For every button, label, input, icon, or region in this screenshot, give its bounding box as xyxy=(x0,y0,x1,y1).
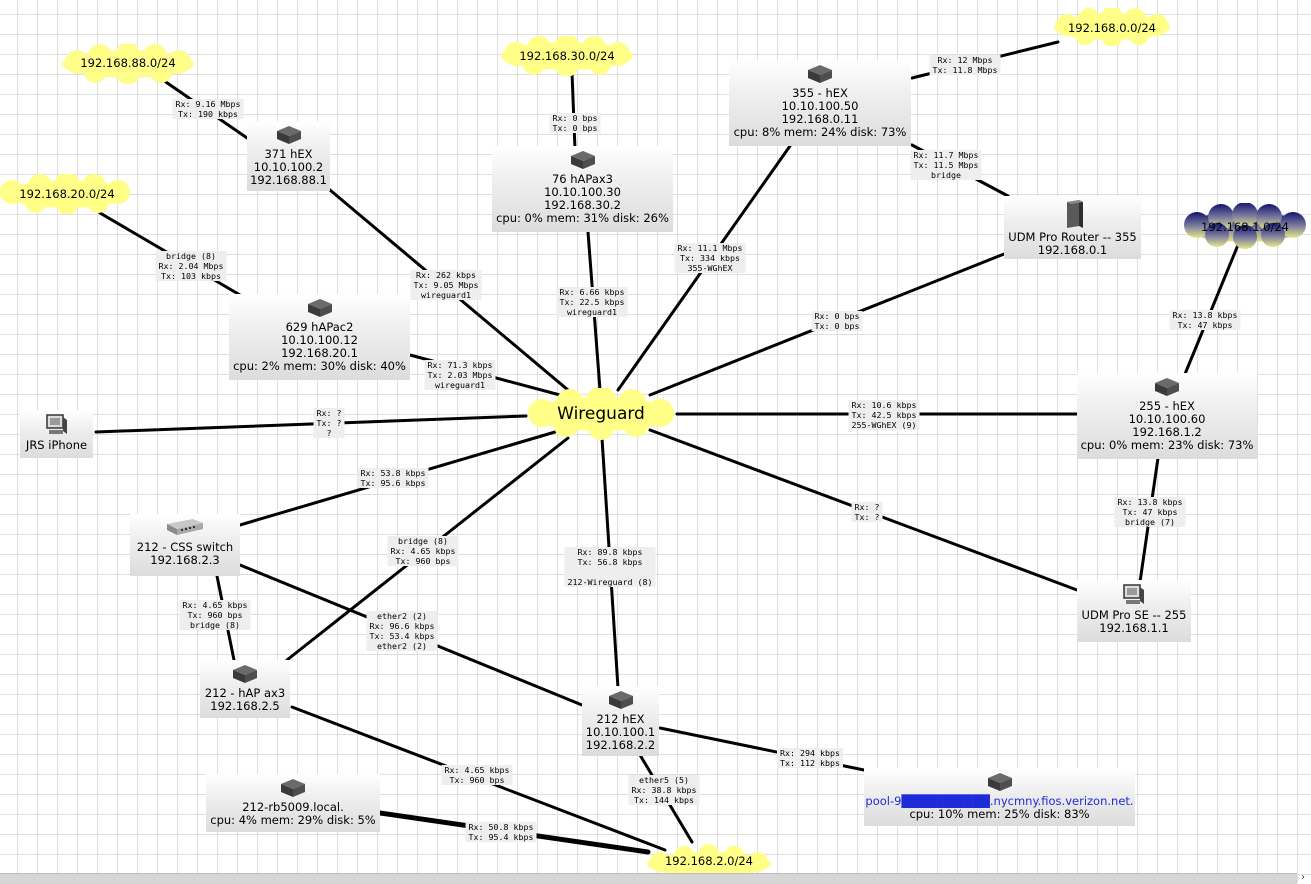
link-label: Rx: ?Tx: ?? xyxy=(313,408,345,438)
node-212-rb5009[interactable]: 212-rb5009.local. cpu: 4% mem: 29% disk:… xyxy=(206,774,380,832)
cloud-192-168-0[interactable]: 192.168.0.0/24 xyxy=(1047,8,1177,46)
router-icon xyxy=(307,299,332,317)
cloud-label: 192.168.1.0/24 xyxy=(1200,220,1289,234)
cloud-icon xyxy=(501,36,633,76)
cloud-icon xyxy=(647,844,771,876)
node-jrs-iphone[interactable]: JRS iPhone xyxy=(20,410,93,458)
router-icon xyxy=(276,126,301,144)
cloud-label: 192.168.2.0/24 xyxy=(664,854,753,868)
node-255-hex[interactable]: 255 - hEX 10.10.100.60 192.168.1.2 cpu: … xyxy=(1077,373,1257,459)
link-cloud30-76hapax3 xyxy=(570,70,577,152)
cloud-label: Wireguard xyxy=(557,404,645,424)
cloud-192-168-1[interactable]: 192.168.1.0/24 xyxy=(1179,203,1311,249)
switch-icon xyxy=(167,519,203,535)
node-355-hex[interactable]: 355 - hEX 10.10.100.50 192.168.0.11 cpu:… xyxy=(729,60,911,146)
cloud-icon xyxy=(528,388,674,440)
node-udm-pro-se-255[interactable]: UDM Pro SE -- 255 192.168.1.1 xyxy=(1077,580,1191,642)
link-label: Rx: ?Tx: ? xyxy=(851,502,883,522)
router-icon xyxy=(570,151,595,169)
node-pool-verizon[interactable]: pool-9██████████.nycmny.fios.verizon.net… xyxy=(864,768,1135,826)
node-76-hapax3[interactable]: 76 hAPax3 10.10.100.30 192.168.30.2 cpu:… xyxy=(492,146,673,232)
cloud-label: 192.168.0.0/24 xyxy=(1067,21,1156,35)
link-cloud1-255hex xyxy=(1183,243,1240,376)
node-udm-pro-router-355[interactable]: UDM Pro Router -- 355 192.168.0.1 xyxy=(1004,196,1141,259)
router-icon xyxy=(281,779,305,797)
node-629-hapac2[interactable]: 629 hAPac2 10.10.100.12 192.168.20.1 cpu… xyxy=(229,294,410,380)
cloud-icon xyxy=(0,174,130,214)
router-icon xyxy=(1155,378,1179,396)
node-212-hex[interactable]: 212 hEX 10.10.100.1 192.168.2.2 xyxy=(582,686,659,756)
link-wireguard-iphone xyxy=(94,414,528,434)
router-icon xyxy=(233,665,257,683)
router-icon xyxy=(608,691,633,709)
server-icon xyxy=(1066,200,1083,228)
cloud-icon xyxy=(62,44,194,84)
cloud-label: 192.168.20.0/24 xyxy=(19,187,115,201)
cloud-label: 192.168.88.0/24 xyxy=(80,56,176,70)
cloud-label: 192.168.30.0/24 xyxy=(519,49,615,63)
horizontal-scrollbar[interactable] xyxy=(0,873,1297,884)
cloud-wireguard[interactable]: Wireguard xyxy=(522,388,680,440)
node-212-hap-ax3[interactable]: 212 - hAP ax3 192.168.2.5 xyxy=(200,660,290,718)
computer-icon xyxy=(45,414,67,434)
cloud-192-168-88[interactable]: 192.168.88.0/24 xyxy=(55,44,201,84)
router-icon xyxy=(987,773,1012,791)
cloud-192-168-20[interactable]: 192.168.20.0/24 xyxy=(0,174,134,214)
computer-icon xyxy=(1123,584,1144,604)
cloud-icon xyxy=(1184,203,1306,249)
cloud-192-168-30[interactable]: 192.168.30.0/24 xyxy=(494,36,640,76)
node-212-css-switch[interactable]: 212 - CSS switch 192.168.2.3 xyxy=(130,514,240,576)
router-icon xyxy=(808,65,832,83)
scroll-right-icon[interactable]: › xyxy=(1301,872,1305,883)
node-371-hex[interactable]: 371 hEX 10.10.100.2 192.168.88.1 xyxy=(247,121,330,191)
cloud-icon xyxy=(1054,8,1170,46)
cloud-192-168-2[interactable]: 192.168.2.0/24 xyxy=(642,844,776,878)
